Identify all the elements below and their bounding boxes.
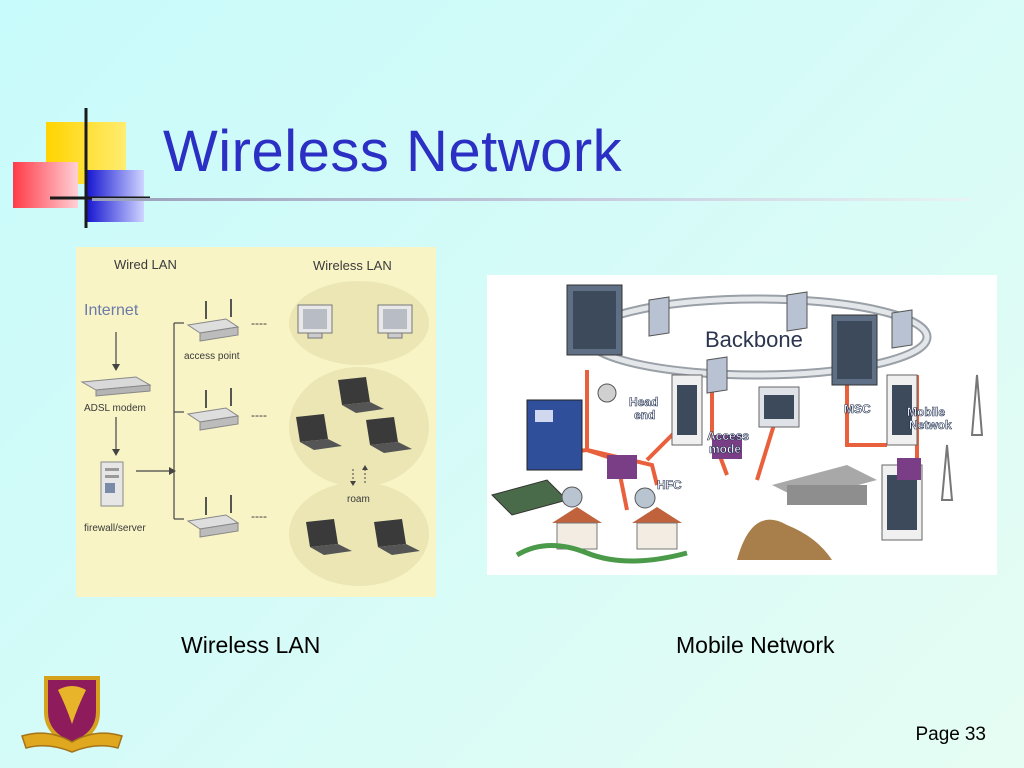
laptop-icon [374,519,420,555]
server-rack-icon [831,314,878,386]
wired-lan-label: Wired LAN [114,257,177,272]
firewall-server-label: firewall/server [84,523,146,534]
server-icon [100,461,124,507]
wireless-lan-label: Wireless LAN [313,258,392,273]
amplifier-icon [561,486,583,508]
mobile-network-diagram: Backbone Head end Access mode HFC MSC Mo… [487,275,997,575]
msc-cabinet-icon [886,374,918,446]
laptop-icon [306,519,352,555]
house-icon [552,507,602,550]
laptop-icon [338,377,384,413]
access-point-label: access point [184,351,240,362]
msc-label: MSC [844,402,871,416]
hill-icon [737,519,832,560]
access-label: mode [709,442,741,456]
title-underline [92,198,970,201]
hfc-node-icon [897,458,921,480]
monitor-icon [377,304,413,339]
grass-icon [515,542,688,564]
tower-icon [648,296,670,337]
monitor-icon [297,304,333,339]
access-point-icon [186,495,240,538]
satellite-dish-icon [597,383,617,403]
university-crest-logo [21,676,123,753]
hfc-label: HFC [657,478,682,492]
page-label: Page [915,724,960,745]
slide-title: Wireless Network [163,119,623,184]
laptop-icon [366,417,412,453]
hfc-node-icon [607,455,637,479]
adsl-modem-icon [80,376,152,397]
tower-icon [891,309,913,349]
access-point-icon [186,388,240,431]
ellipse-middle [289,367,429,487]
page-number-value: 33 [964,724,986,745]
access-label: Access [707,429,749,443]
link-dashes: ---- [251,509,267,523]
roam-arrows-icon [350,465,368,486]
ellipse-bottom [289,482,429,586]
tower-icon [786,291,808,332]
laptop-icon [296,414,342,450]
adsl-modem-label: ADSL modem [84,403,146,414]
mobile-network-caption: Mobile Network [676,632,835,658]
internet-label: Internet [84,302,139,319]
amplifier-icon [634,487,656,509]
headend-label: end [634,408,655,422]
access-point-icon [186,299,240,342]
tower-icon [706,356,728,394]
antenna-mast-icon [940,374,984,501]
link-dashes: ---- [251,408,267,422]
house-icon [632,507,682,550]
mobile-network-label: Mobile [907,405,945,419]
wireless-lan-caption: Wireless LAN [181,632,321,658]
building-icon [772,465,877,505]
ellipse-top [289,281,429,365]
headend-cabinet-icon [671,374,703,446]
headend-label: Head [629,395,658,409]
wireless-lan-diagram: Wired LAN Wireless LAN Internet ADSL mod… [76,247,436,597]
title-decoration [13,108,150,228]
server-rack-icon [566,284,623,356]
link-dashes: ---- [251,316,267,330]
access-node-icon [758,386,800,428]
blue-cabinet-icon [526,399,583,471]
roam-label: roam [347,494,370,505]
hfc-node-icon [712,435,742,459]
mobile-network-label: Netwok [909,418,952,432]
